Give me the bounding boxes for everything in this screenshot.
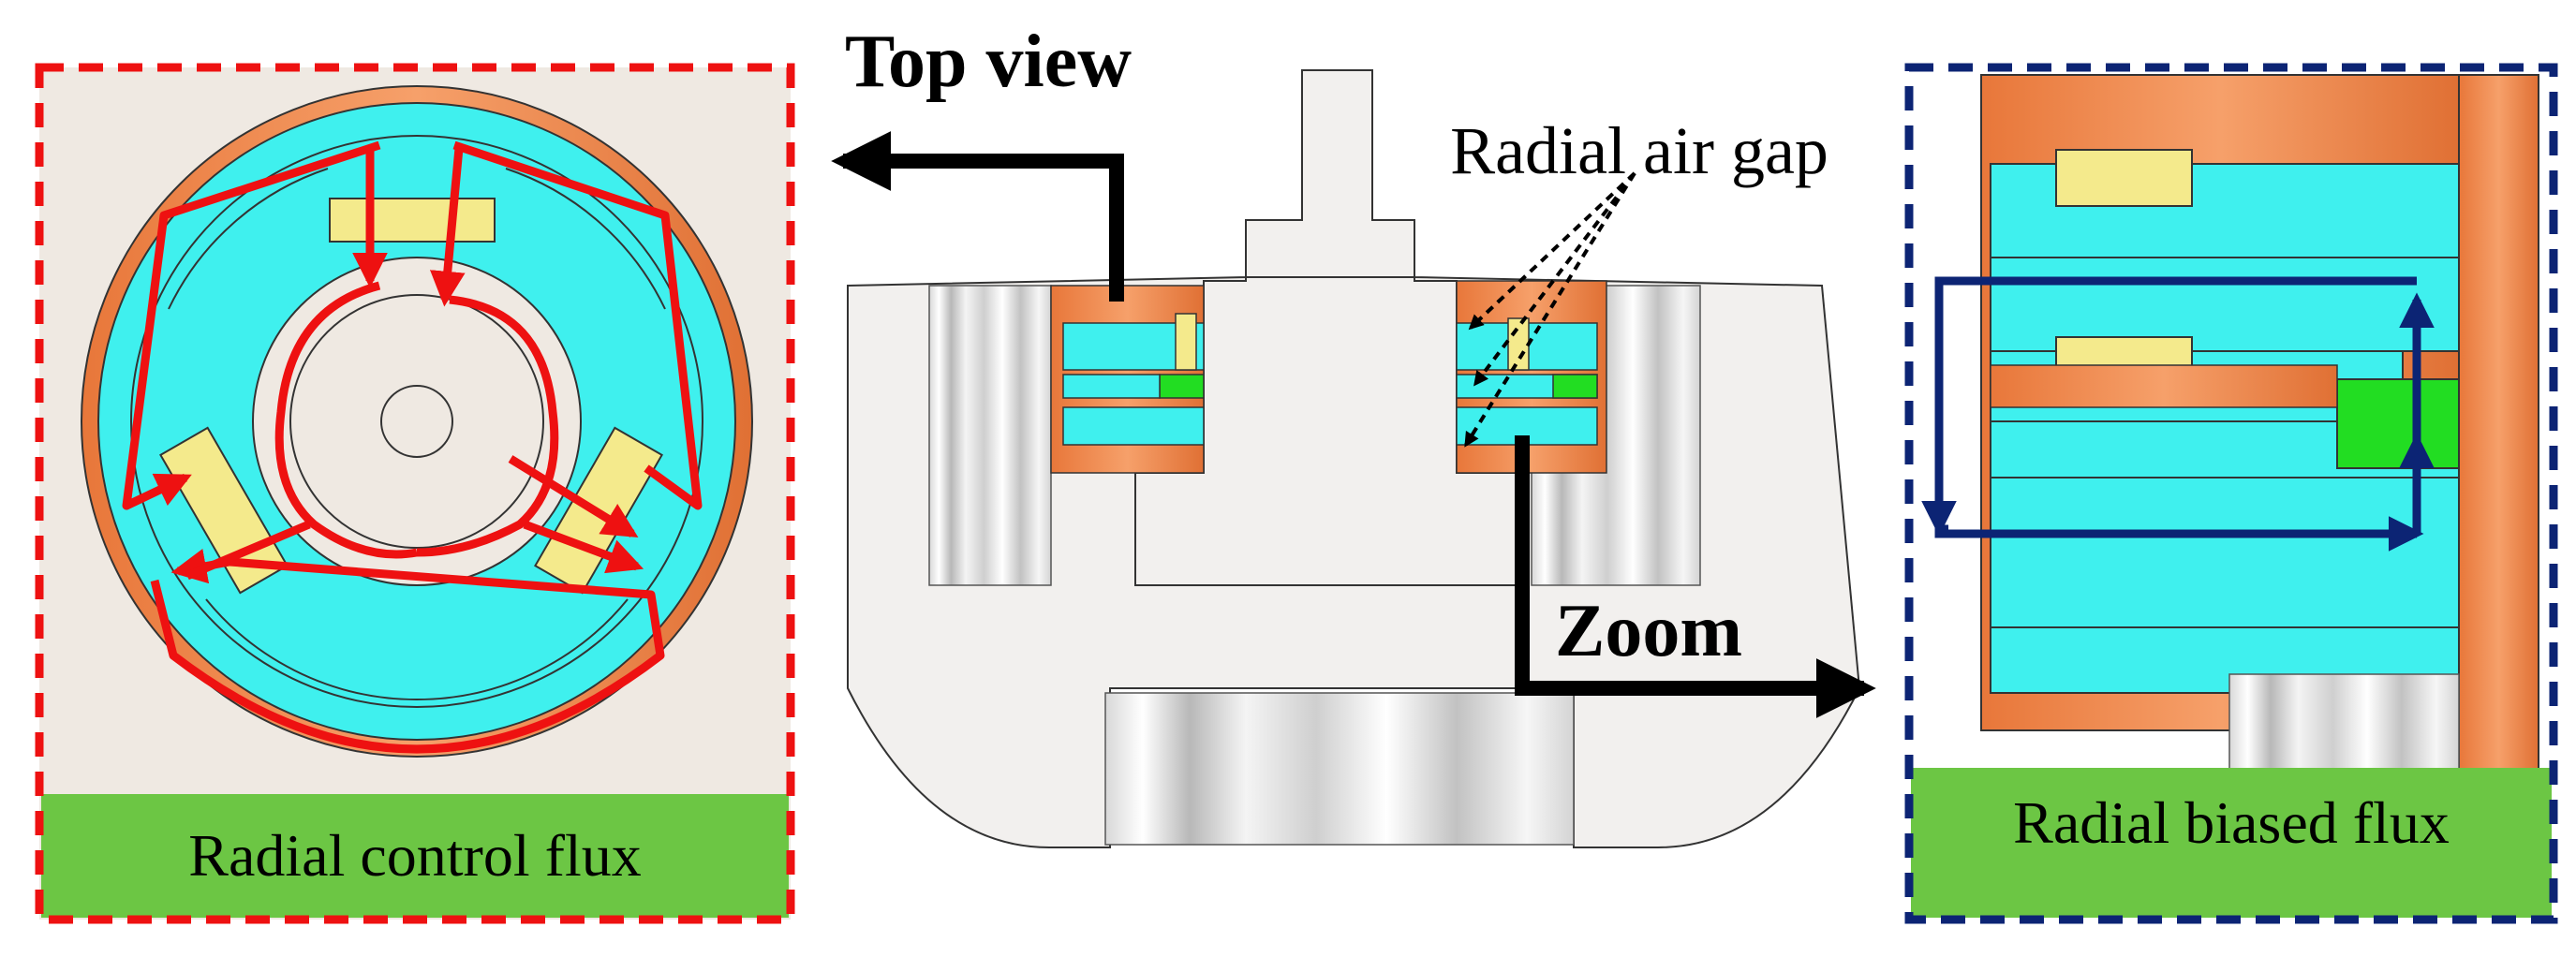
top-view-label: Top view	[845, 21, 1132, 103]
control-flux-paths	[122, 140, 703, 754]
zoom-panel: Radial biased flux	[1904, 63, 2558, 924]
zoom-label: Zoom	[1555, 590, 1742, 672]
shaft	[380, 385, 453, 458]
radial-biased-flux-label: Radial biased flux	[2013, 789, 2450, 856]
bottom-bore	[1104, 692, 1575, 846]
radial-control-flux-label: Radial control flux	[188, 822, 641, 889]
biased-flux-loop	[1921, 276, 2435, 552]
rotor-bore	[252, 257, 582, 586]
biased-flux-label-box	[1911, 768, 2552, 918]
zoom-arrow	[1515, 435, 1876, 718]
top-view-panel: Radial control flux	[35, 63, 795, 924]
coil-top	[329, 198, 496, 243]
permanent-magnet	[2336, 378, 2460, 469]
right-stator-stack	[1456, 280, 1607, 474]
top-view-arrow	[831, 131, 1124, 302]
radial-air-gap-label: Radial air gap	[1450, 113, 1828, 188]
bearing-cross-section	[847, 69, 1861, 848]
air-gap-pointers	[1464, 171, 1636, 448]
zoom-frame	[1904, 63, 2558, 924]
left-stator-stack	[1050, 285, 1205, 474]
top-view-frame	[35, 63, 795, 924]
coil-upper	[2055, 149, 2193, 207]
control-flux-label-box	[41, 794, 789, 918]
